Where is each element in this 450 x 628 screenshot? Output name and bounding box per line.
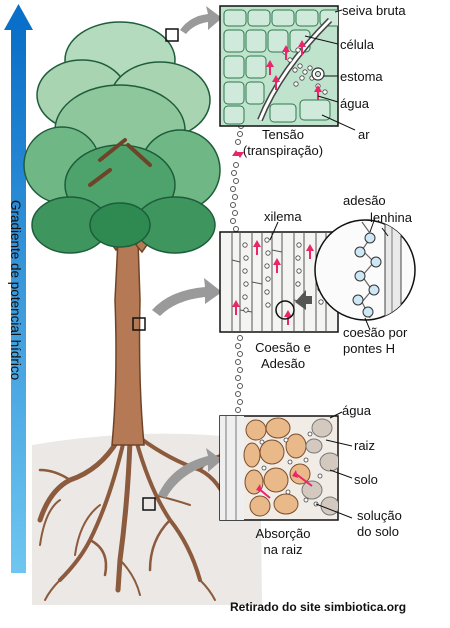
gradient-label: Gradiente de potencial hídrico	[8, 200, 24, 420]
label-raiz: raiz	[354, 438, 375, 453]
credit-site: simbiotica.org	[324, 600, 407, 614]
gradient-arrow	[4, 4, 33, 573]
label-xilema: xilema	[264, 209, 302, 224]
label-celula: célula	[340, 37, 374, 52]
label-estoma: estoma	[340, 69, 383, 84]
label-ar: ar	[358, 127, 370, 142]
root-caption-line1: Absorção	[255, 526, 311, 541]
leaf-caption-line1: Tensão	[262, 127, 304, 142]
ascent-arrows	[232, 150, 244, 158]
tree-foliage	[23, 21, 221, 254]
label-coesao-line2: pontes H	[343, 341, 396, 356]
credit-line: Retirado do site simbiotica.org	[230, 600, 406, 614]
gradient-label-text: Gradiente de potencial hídrico	[8, 200, 23, 381]
label-agua-leaf: água	[340, 96, 369, 111]
label-adesao: adesão	[343, 193, 386, 208]
soil-area	[32, 433, 262, 605]
stem-panel	[219, 221, 339, 333]
root-caption-line2: na raiz	[263, 542, 303, 557]
branch-details	[88, 138, 152, 187]
credit-prefix: Retirado do site	[230, 600, 321, 614]
magnifier-circle	[314, 217, 416, 331]
leaf-panel	[219, 5, 356, 131]
zoom-arrows	[152, 6, 222, 498]
label-agua-root: água	[342, 403, 371, 418]
sample-markers	[132, 28, 179, 511]
label-solucao-line2: do solo	[357, 524, 399, 539]
leaf-caption-line2: (transpiração)	[242, 143, 324, 158]
label-coesao-line1: coesão por	[343, 325, 408, 340]
water-droplet-chain	[230, 115, 247, 413]
stem-caption-line1: Coesão e	[255, 340, 311, 355]
label-solo: solo	[354, 472, 378, 487]
label-seiva-bruta: seiva bruta	[342, 3, 406, 18]
stem-caption-line2: Adesão	[260, 356, 306, 371]
root-panel	[219, 411, 353, 521]
label-solucao-line1: solução	[357, 508, 402, 523]
label-lenhina: lenhina	[370, 210, 412, 225]
tree-roots	[37, 436, 237, 601]
